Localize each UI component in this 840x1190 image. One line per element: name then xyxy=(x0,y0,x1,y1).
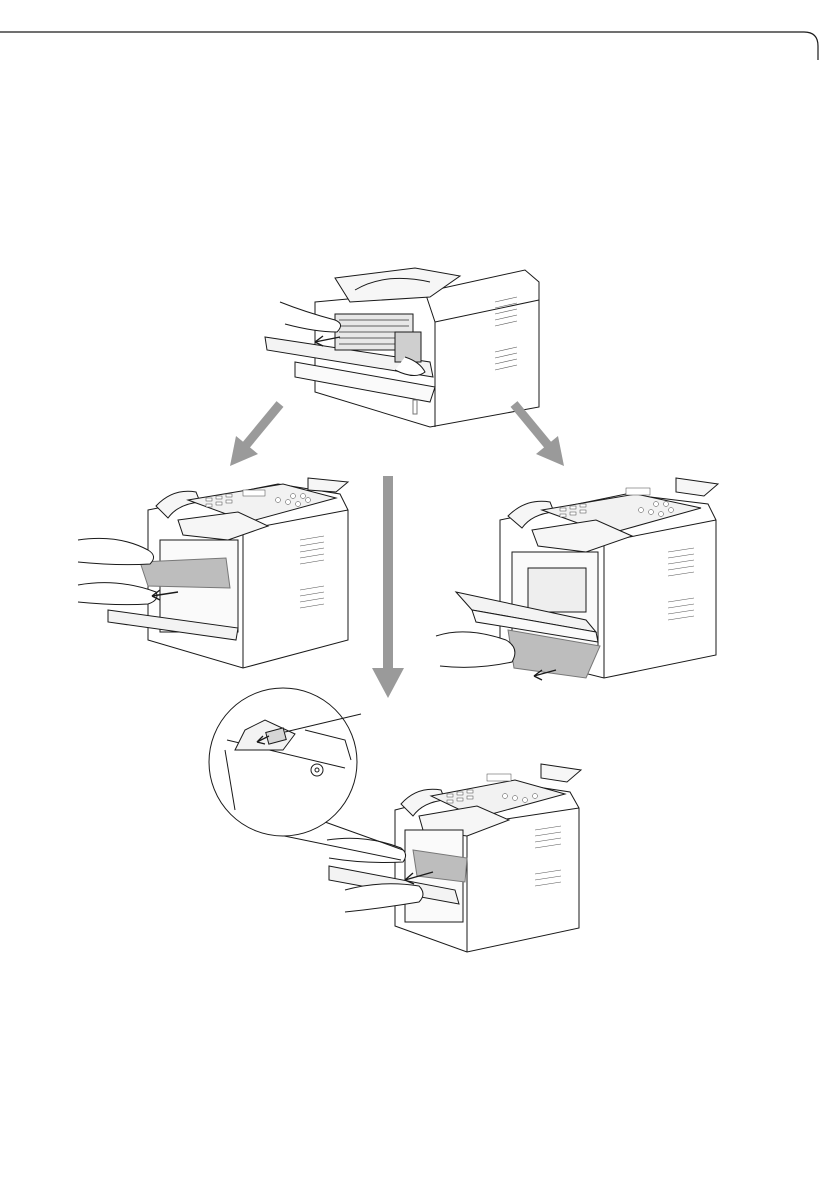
down-right-arrow-icon xyxy=(506,398,566,470)
header-rule xyxy=(0,0,840,60)
down-arrow-icon xyxy=(366,474,410,700)
figure-remove-drum-unit xyxy=(255,262,545,432)
figure-pull-paper-release-lever xyxy=(205,690,585,955)
figure-pull-paper-from-front xyxy=(78,470,353,670)
down-left-arrow-icon xyxy=(228,398,288,470)
figure-pull-paper-from-door xyxy=(436,470,721,690)
